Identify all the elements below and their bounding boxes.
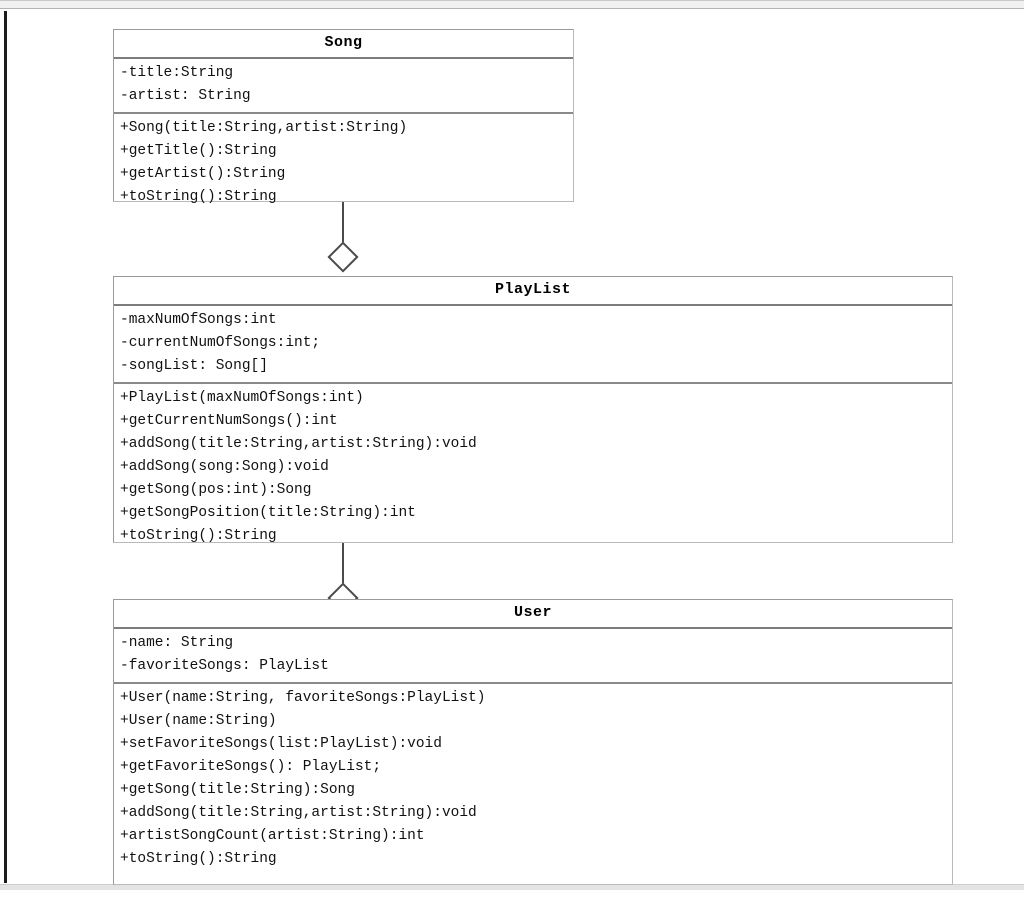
window-toolbar-strip (0, 0, 1024, 9)
uml-operation: +getArtist():String (120, 166, 286, 182)
uml-class-name-song: Song (114, 30, 573, 59)
uml-attribute: -songList: Song[] (120, 358, 268, 374)
uml-class-song[interactable]: Song -title:String -artist: String +Song… (113, 29, 574, 205)
uml-operation: +getSong(title:String):Song (120, 782, 355, 798)
window-left-border (4, 11, 7, 883)
uml-operation: +User(name:String) (120, 713, 277, 729)
uml-class-name-playlist: PlayList (114, 277, 952, 306)
uml-operation: +addSong(title:String,artist:String):voi… (120, 436, 477, 452)
uml-operations-song: +Song(title:String,artist:String) +getTi… (114, 112, 573, 213)
uml-class-playlist[interactable]: PlayList -maxNumOfSongs:int -currentNumO… (113, 276, 953, 544)
uml-operation: +artistSongCount(artist:String):int (120, 828, 425, 844)
uml-operation: +getTitle():String (120, 143, 277, 159)
uml-attribute: -name: String (120, 635, 234, 651)
uml-attributes-playlist: -maxNumOfSongs:int -currentNumOfSongs:in… (114, 306, 952, 382)
uml-operation: +Song(title:String,artist:String) (120, 120, 408, 136)
uml-attribute: -title:String (120, 65, 234, 81)
uml-attributes-user: -name: String -favoriteSongs: PlayList (114, 629, 952, 682)
aggregation-playlist-user (313, 543, 373, 614)
connector-line (342, 543, 344, 599)
uml-class-user[interactable]: User -name: String -favoriteSongs: PlayL… (113, 599, 953, 885)
uml-class-name-user: User (114, 600, 952, 629)
uml-attributes-song: -title:String -artist: String (114, 59, 573, 112)
uml-operation: +addSong(song:Song):void (120, 459, 329, 475)
uml-operation: +addSong(title:String,artist:String):voi… (120, 805, 477, 821)
diagram-canvas[interactable]: Song -title:String -artist: String +Song… (7, 11, 1024, 885)
uml-operation: +toString():String (120, 851, 277, 867)
uml-operation: +PlayList(maxNumOfSongs:int) (120, 390, 364, 406)
connector-line (342, 202, 344, 258)
uml-operations-playlist: +PlayList(maxNumOfSongs:int) +getCurrent… (114, 382, 952, 552)
uml-operation: +getFavoriteSongs(): PlayList; (120, 759, 382, 775)
uml-operation: +setFavoriteSongs(list:PlayList):void (120, 736, 442, 752)
uml-attribute: -artist: String (120, 88, 251, 104)
uml-operation: +toString():String (120, 528, 277, 544)
uml-attribute: -maxNumOfSongs:int (120, 312, 277, 328)
uml-operation: +getSongPosition(title:String):int (120, 505, 416, 521)
aggregation-song-playlist (313, 202, 373, 273)
uml-operation: +getSong(pos:int):Song (120, 482, 312, 498)
uml-operation: +toString():String (120, 189, 277, 205)
uml-operation: +User(name:String, favoriteSongs:PlayLis… (120, 690, 486, 706)
uml-operation: +getCurrentNumSongs():int (120, 413, 338, 429)
uml-operations-user: +User(name:String, favoriteSongs:PlayLis… (114, 682, 952, 875)
uml-attribute: -favoriteSongs: PlayList (120, 658, 329, 674)
uml-attribute: -currentNumOfSongs:int; (120, 335, 321, 351)
hollow-diamond-icon (327, 241, 359, 273)
